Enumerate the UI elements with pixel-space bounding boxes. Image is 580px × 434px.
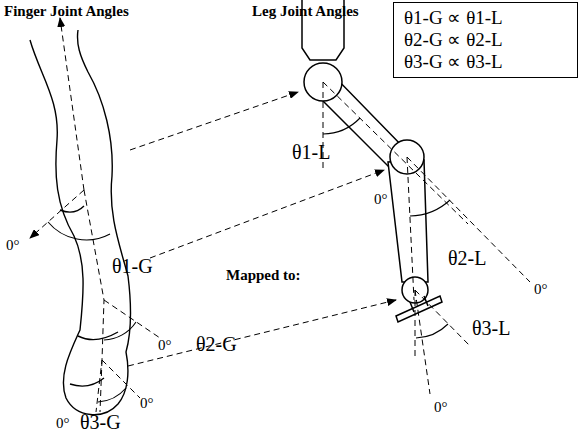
mapping-note: Mapped to: xyxy=(226,268,301,283)
finger-outline xyxy=(30,30,130,415)
figure-heading: Finger Joint Angles xyxy=(4,4,129,19)
finger-angle-arcs xyxy=(48,222,136,402)
reference-angle: 0° xyxy=(374,192,388,207)
reference-angle: 0° xyxy=(534,282,548,297)
angle-label: θ2-L xyxy=(448,248,486,268)
proportion-line: θ1-G ∝ θ1-L xyxy=(404,7,567,29)
angle-label: θ3-L xyxy=(472,318,510,338)
proportion-line: θ3-G ∝ θ3-L xyxy=(404,51,567,73)
proportion-line: θ2-G ∝ θ2-L xyxy=(404,29,567,51)
reference-angle: 0° xyxy=(434,400,448,415)
angle-label: θ3-G xyxy=(80,412,121,432)
legend-box: θ1-G ∝ θ1-Lθ2-G ∝ θ2-Lθ3-G ∝ θ3-L xyxy=(393,2,578,78)
figure-heading: Leg Joint Angles xyxy=(252,4,359,19)
leg-axes xyxy=(323,82,530,394)
angle-label: θ1-L xyxy=(292,142,330,162)
leg-angle-arcs xyxy=(323,118,450,338)
reference-angle: 0° xyxy=(158,338,172,353)
angle-label: θ1-G xyxy=(112,256,153,276)
reference-angle: 0° xyxy=(140,396,154,411)
finger-axes xyxy=(30,18,160,412)
angle-label: θ2-G xyxy=(196,334,237,354)
reference-angle: 0° xyxy=(56,416,70,431)
reference-angle: 0° xyxy=(6,238,20,253)
